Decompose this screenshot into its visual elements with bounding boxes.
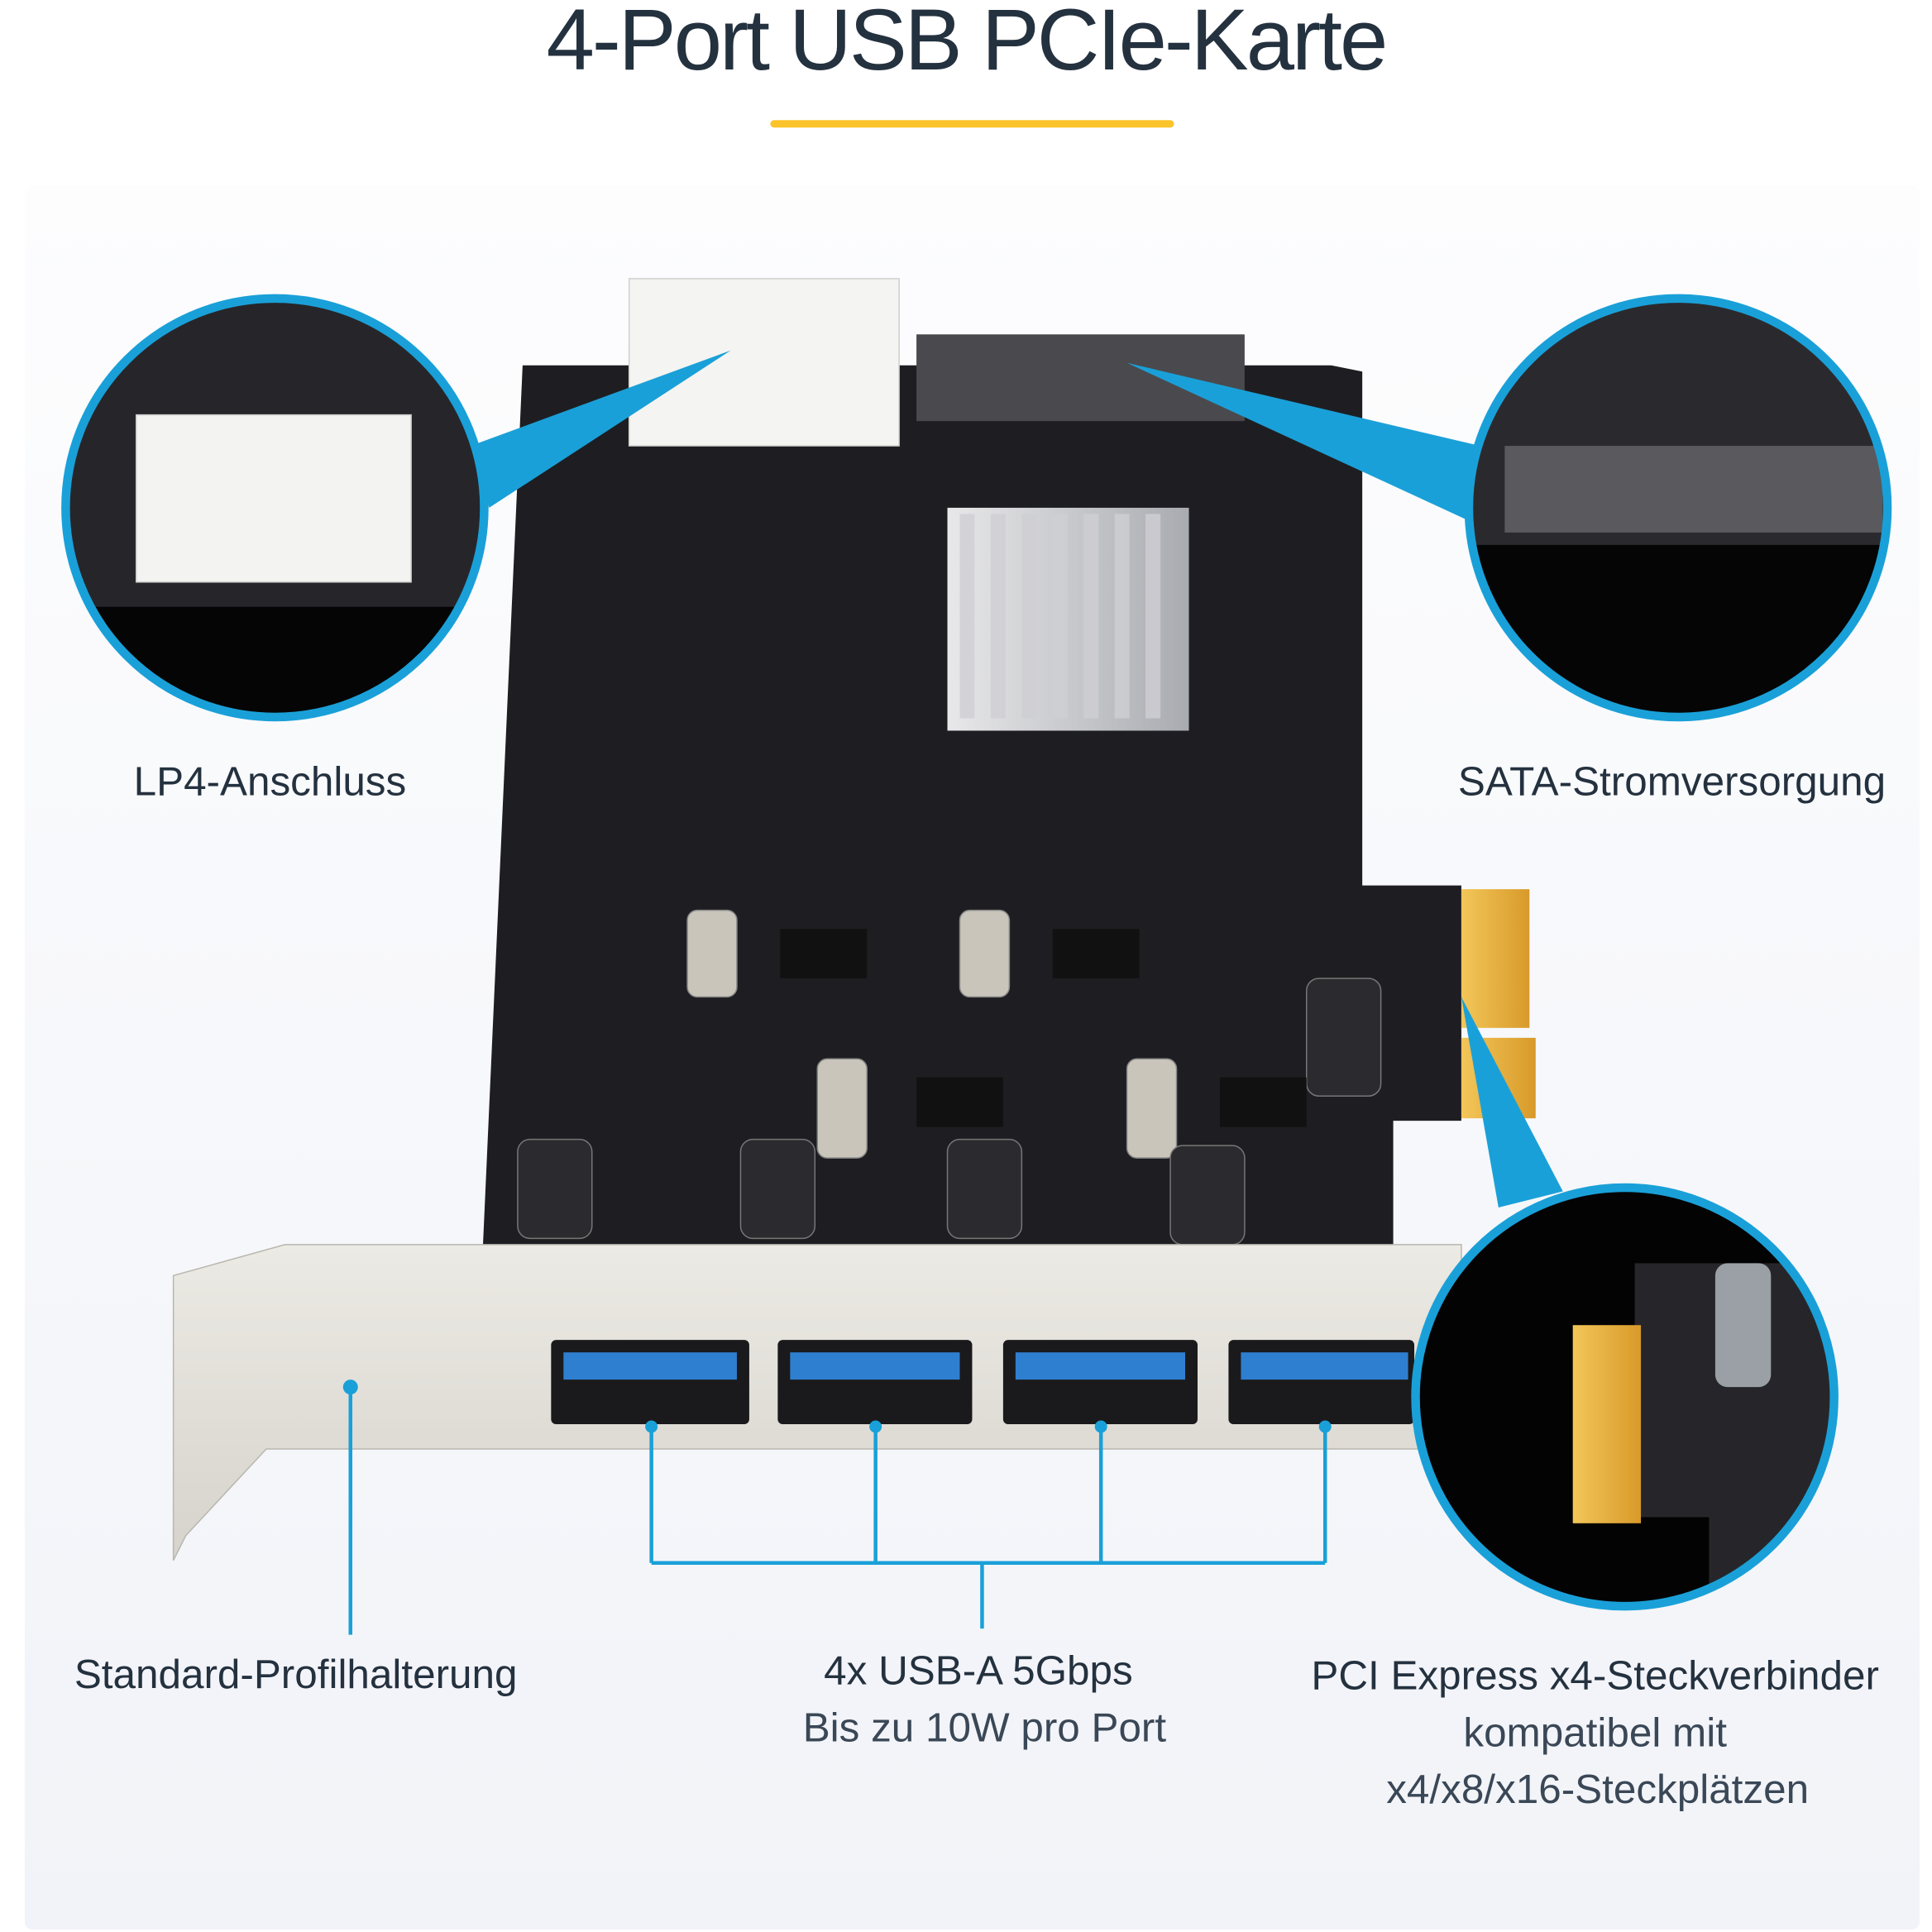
sata-zoom-circle: [1464, 294, 1892, 722]
capacitors: [686, 909, 1178, 1159]
usb-a-port: [1002, 1340, 1198, 1425]
usb-a-port: [551, 1340, 749, 1425]
usb-a-port: [777, 1340, 973, 1425]
usb-ports: [551, 1340, 1415, 1425]
pcie-gold-contacts: [1461, 889, 1530, 1028]
callout-pointers: [471, 350, 1563, 1208]
lp4-label: LP4-Anschluss: [133, 758, 407, 804]
bracket-label: Standard-Profilhalterung: [74, 1651, 518, 1697]
lp4-zoom-circle: [61, 294, 489, 722]
usb-sublabel: Bis zu 10W pro Port: [802, 1704, 1167, 1750]
pcb-board: [482, 365, 1536, 1245]
chips: [780, 929, 1307, 1127]
page-title: 4-Port USB PCIe-Karte: [546, 0, 1389, 88]
pcie-sublabel-1: kompatibel mit: [1463, 1709, 1727, 1755]
lp4-connector: [628, 278, 900, 447]
pcie-zoom-circle: [1411, 1183, 1839, 1611]
sata-label: SATA-Stromversorgung: [1457, 758, 1887, 804]
usb-callout-lines: [348, 1387, 1327, 1635]
electrolytic-capacitors: [517, 978, 1382, 1246]
usb-label: 4x USB-A 5Gbps: [824, 1647, 1133, 1693]
pcie-sublabel-2: x4/x8/x16-Steckplätzen: [1386, 1766, 1810, 1812]
usb-a-port: [1228, 1340, 1415, 1425]
pcie-label: PCI Express x4-Steckverbinder: [1311, 1652, 1879, 1698]
accent-bar: [770, 120, 1174, 128]
sata-connector: [916, 334, 1245, 422]
